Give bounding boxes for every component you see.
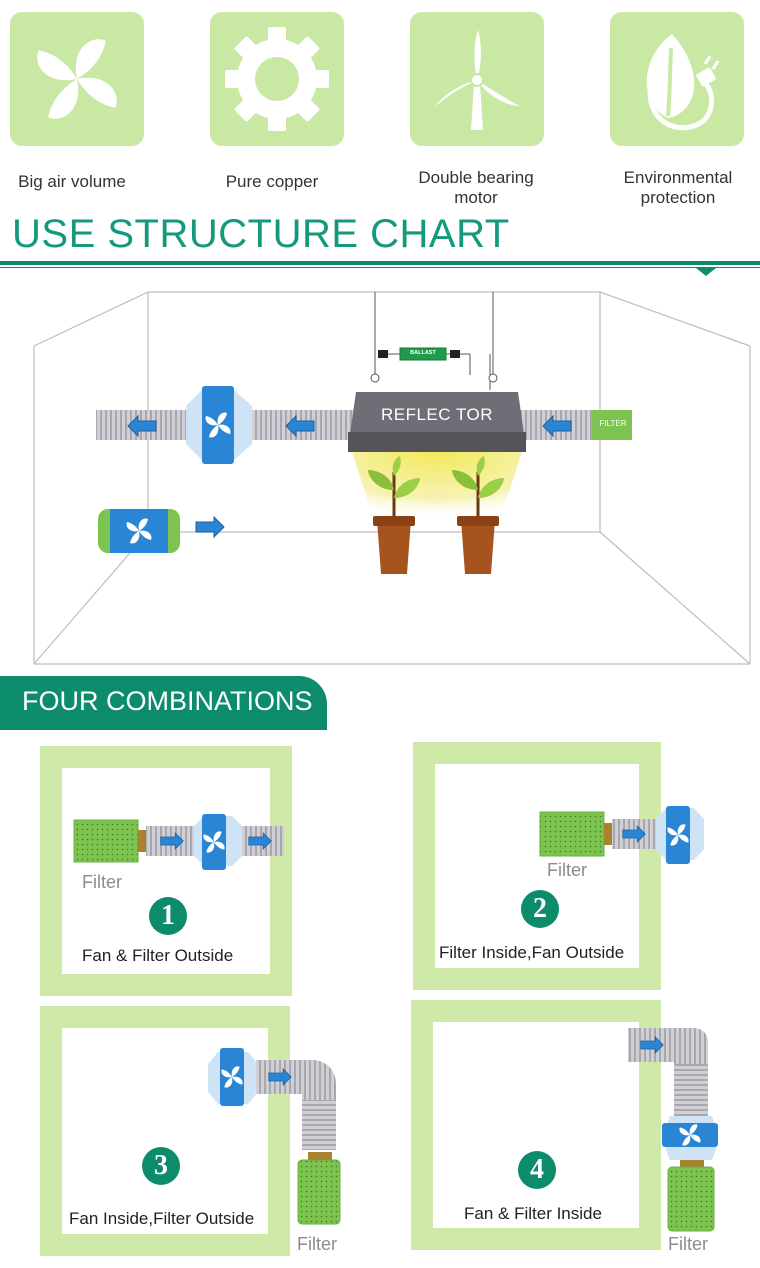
combo-room-1 bbox=[62, 768, 270, 974]
combo-3-diagram bbox=[208, 1048, 341, 1225]
filter-label: Filter bbox=[668, 1234, 708, 1254]
leaf-plug-icon bbox=[646, 34, 720, 131]
combinations-banner bbox=[0, 676, 327, 730]
combo-number-2: 2 bbox=[521, 890, 559, 928]
ballast-unit bbox=[378, 347, 460, 361]
section-title-combinations: FOUR COMBINATIONS bbox=[22, 686, 313, 716]
potted-plant bbox=[368, 456, 420, 574]
filter-tag: FILTER bbox=[599, 419, 627, 428]
title-underline bbox=[0, 261, 760, 276]
filter-label: Filter bbox=[547, 860, 587, 880]
potted-plant bbox=[452, 456, 504, 574]
combo-caption-1: Fan & Filter Outside bbox=[82, 946, 234, 965]
feature-tile-big-air-volume bbox=[10, 12, 144, 146]
feature-label: Environmental protection bbox=[623, 168, 733, 207]
inline-fan bbox=[186, 386, 252, 464]
gear-icon bbox=[225, 27, 329, 131]
feature-label: Double bearing motor bbox=[418, 168, 534, 207]
pinwheel-fan-icon bbox=[37, 39, 117, 119]
reflector-label: REFLEC TOR bbox=[380, 405, 494, 424]
feature-tile-environmental-protection bbox=[610, 12, 744, 146]
combo-2-diagram bbox=[539, 806, 704, 864]
filter-label: Filter bbox=[82, 872, 122, 892]
combo-caption-2: Filter Inside,Fan Outside bbox=[439, 943, 625, 962]
combo-number-1: 1 bbox=[149, 897, 187, 935]
grow-room-diagram bbox=[33, 291, 751, 665]
feature-label: Pure copper bbox=[225, 172, 319, 191]
filter-box bbox=[592, 410, 632, 440]
ballast-label: BALLAST bbox=[410, 350, 436, 356]
feature-tile-double-bearing-motor bbox=[410, 12, 544, 146]
wind-turbine-icon bbox=[434, 30, 520, 130]
combo-number-3: 3 bbox=[142, 1147, 180, 1185]
feature-label: Big air volume bbox=[18, 172, 126, 191]
combo-caption-4: Fan & Filter Inside bbox=[464, 1204, 602, 1223]
combo-room-4 bbox=[433, 1022, 639, 1228]
intake-fan bbox=[98, 509, 225, 553]
combo-1-diagram bbox=[73, 814, 284, 870]
combo-number-4: 4 bbox=[518, 1151, 556, 1189]
combo-4-diagram bbox=[628, 1028, 718, 1232]
combo-room-2 bbox=[435, 764, 639, 968]
feature-tile-pure-copper bbox=[210, 12, 344, 146]
filter-label: Filter bbox=[297, 1234, 337, 1254]
combo-caption-3: Fan Inside,Filter Outside bbox=[69, 1209, 255, 1228]
section-title-structure: USE STRUCTURE CHART bbox=[12, 212, 510, 256]
